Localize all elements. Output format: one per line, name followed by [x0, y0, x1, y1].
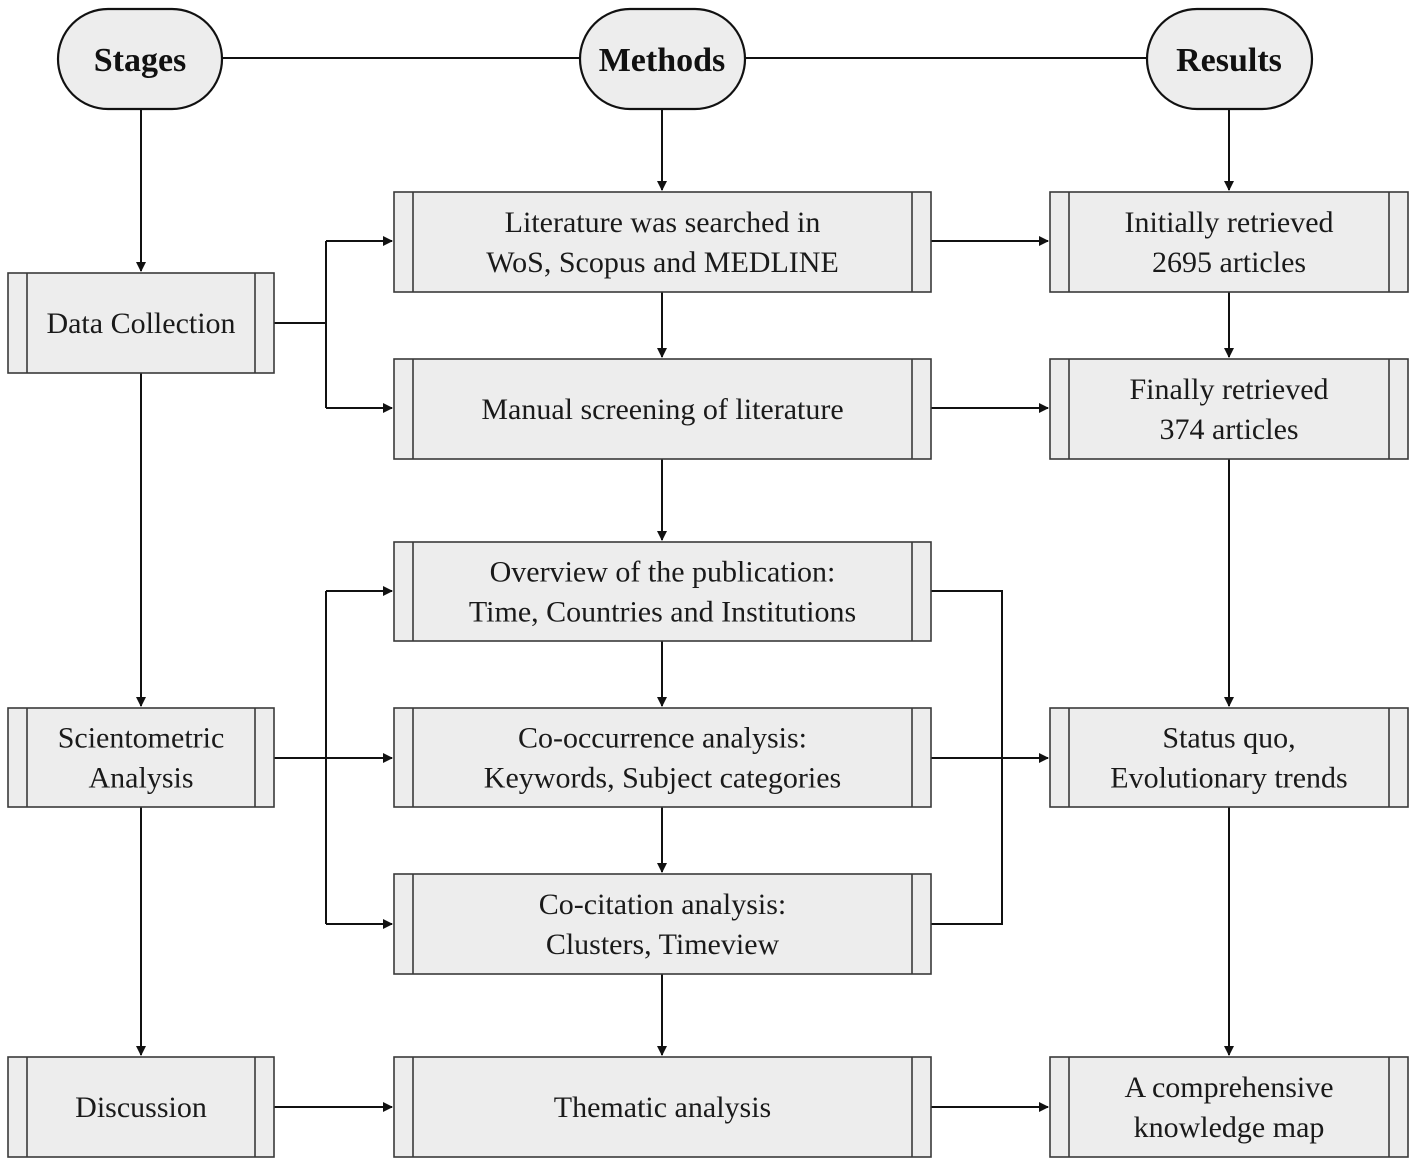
node-manual-screening-box	[393, 358, 932, 460]
node-co-citation-analysis-line-2: Clusters, Timeview	[546, 928, 780, 961]
header-methods-label: Methods	[599, 42, 726, 79]
node-knowledge-map: A comprehensive knowledge map	[1049, 1056, 1409, 1158]
node-co-occurrence-analysis-box	[393, 707, 932, 808]
node-thematic-analysis-box	[393, 1056, 932, 1158]
connectors	[136, 57, 1234, 1112]
node-discussion-line-1: Discussion	[75, 1091, 207, 1124]
node-initially-retrieved: Initially retrieved 2695 articles	[1049, 191, 1409, 293]
node-thematic-analysis-line-1: Thematic analysis	[554, 1091, 771, 1124]
node-publication-overview-box	[393, 541, 932, 642]
node-initially-retrieved-box	[1049, 191, 1409, 293]
header-results: Results	[1145, 7, 1314, 111]
node-status-quo-line-2: Evolutionary trends	[1110, 762, 1347, 795]
node-literature-search: Literature was searched in WoS, Scopus an…	[393, 191, 932, 293]
header-results-label: Results	[1176, 42, 1282, 79]
header-methods: Methods	[578, 7, 747, 111]
node-finally-retrieved-box	[1049, 358, 1409, 460]
node-manual-screening-line-1: Manual screening of literature	[481, 393, 843, 426]
node-literature-search-line-1: Literature was searched in	[505, 206, 821, 239]
node-knowledge-map-box	[1049, 1056, 1409, 1158]
header-results-shape	[1145, 7, 1314, 111]
node-co-occurrence-analysis: Co-occurrence analysis: Keywords, Subject…	[393, 707, 932, 808]
node-status-quo-line-1: Status quo,	[1162, 722, 1295, 755]
node-manual-screening: Manual screening of literature	[393, 358, 932, 460]
node-status-quo-box	[1049, 707, 1409, 808]
node-co-citation-analysis: Co-citation analysis: Clusters, Timeview	[393, 873, 932, 975]
node-initially-retrieved-line-2: 2695 articles	[1152, 246, 1306, 279]
node-data-collection-line-1: Data Collection	[46, 307, 235, 340]
header-stages-shape	[56, 7, 224, 111]
node-discussion: Discussion	[7, 1056, 275, 1158]
branch-data-collection	[274, 241, 327, 408]
node-publication-overview-line-1: Overview of the publication:	[490, 556, 836, 589]
node-finally-retrieved-line-1: Finally retrieved	[1129, 373, 1328, 406]
node-discussion-box	[7, 1056, 275, 1158]
node-knowledge-map-line-1: A comprehensive	[1124, 1071, 1333, 1104]
node-scientometric-analysis-line-2: Analysis	[89, 762, 194, 795]
node-co-citation-analysis-box	[393, 873, 932, 975]
node-publication-overview-line-2: Time, Countries and Institutions	[469, 596, 856, 629]
node-literature-search-box	[393, 191, 932, 293]
node-publication-overview: Overview of the publication: Time, Countr…	[393, 541, 932, 642]
node-literature-search-line-2: WoS, Scopus and MEDLINE	[486, 246, 839, 279]
node-data-collection: Data Collection	[7, 272, 275, 374]
node-finally-retrieved-line-2: 374 articles	[1159, 413, 1298, 446]
node-data-collection-box	[7, 272, 275, 374]
header-methods-shape	[578, 7, 747, 111]
node-initially-retrieved-line-1: Initially retrieved	[1124, 206, 1333, 239]
node-scientometric-analysis-line-1: Scientometric	[58, 722, 225, 755]
node-knowledge-map-line-2: knowledge map	[1134, 1111, 1325, 1144]
node-co-occurrence-analysis-line-1: Co-occurrence analysis:	[518, 722, 807, 755]
node-co-citation-analysis-line-1: Co-citation analysis:	[539, 888, 786, 921]
header-stages-label: Stages	[94, 42, 187, 79]
node-status-quo: Status quo, Evolutionary trends	[1049, 707, 1409, 808]
node-thematic-analysis: Thematic analysis	[393, 1056, 932, 1158]
header-stages: Stages	[56, 7, 224, 111]
node-scientometric-analysis-box	[7, 707, 275, 808]
node-co-occurrence-analysis-line-2: Keywords, Subject categories	[484, 762, 841, 795]
node-finally-retrieved: Finally retrieved 374 articles	[1049, 358, 1409, 460]
